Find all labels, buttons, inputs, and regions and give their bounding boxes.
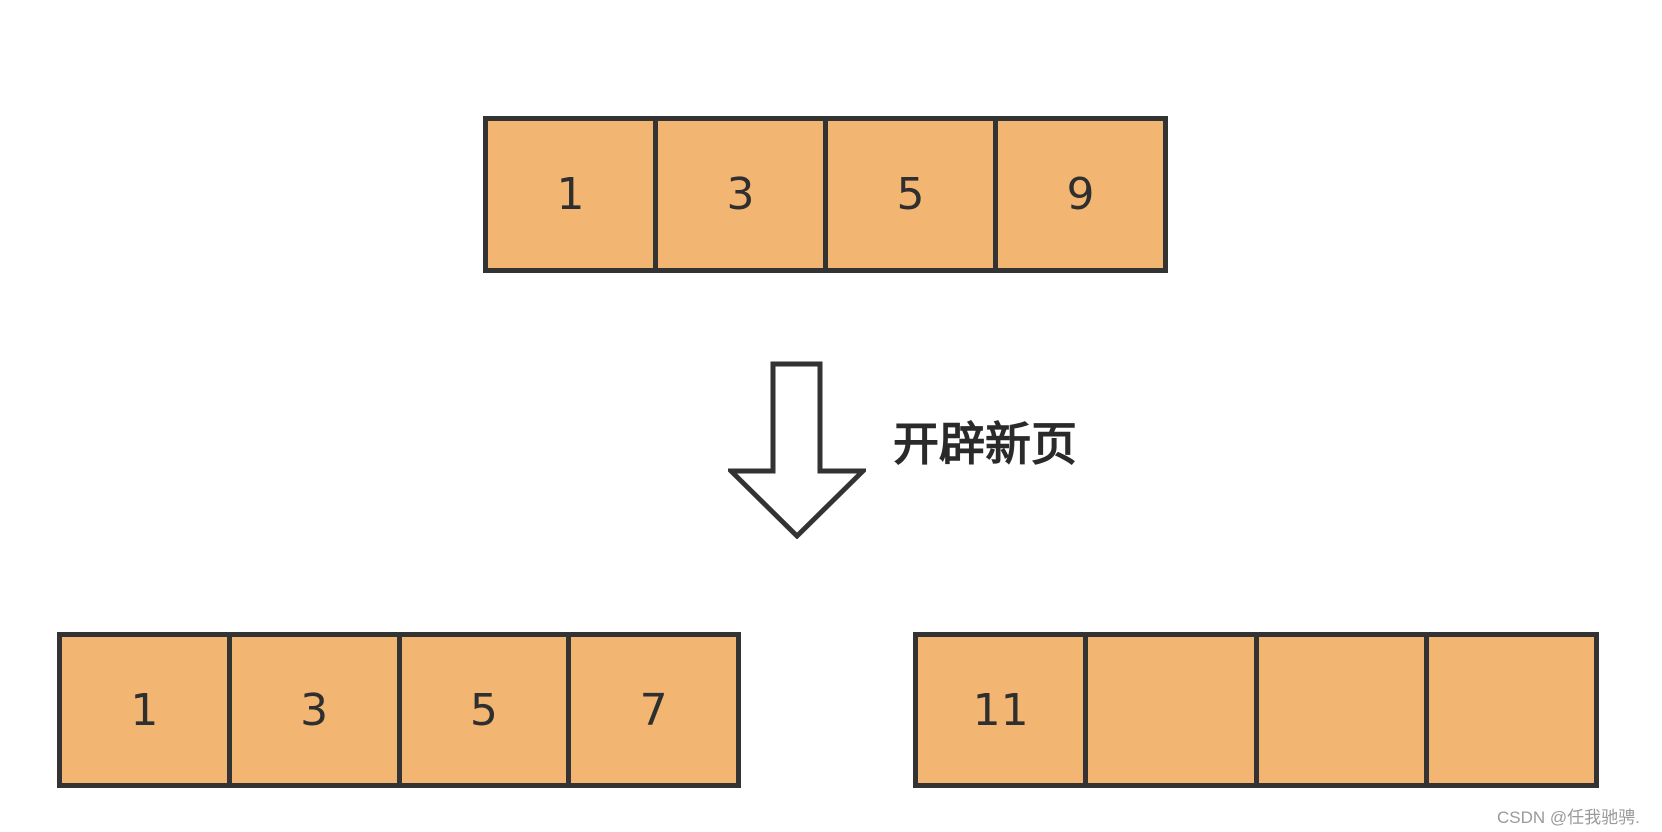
- page-cell-empty: [1259, 637, 1429, 783]
- split-page-left: 1 3 5 7: [57, 632, 741, 788]
- page-cell-empty: [1088, 637, 1259, 783]
- page-cell-empty: [1429, 637, 1594, 783]
- watermark: CSDN @任我驰骋.: [1497, 808, 1640, 827]
- page-cell: 3: [232, 637, 402, 783]
- page-cell: 7: [639, 684, 668, 736]
- page-cell: 9: [1066, 169, 1095, 220]
- original-page: 1 3 5 9: [483, 116, 1168, 273]
- down-arrow-icon: [728, 361, 866, 539]
- page-cell: 5: [828, 121, 998, 268]
- page-cell: 11: [918, 637, 1089, 783]
- page-cell: 5: [402, 637, 572, 783]
- page-cell: 3: [658, 121, 828, 268]
- page-cell: 1: [62, 637, 232, 783]
- transition-label: 开辟新页: [893, 417, 1077, 471]
- new-page-right: 11: [913, 632, 1599, 788]
- page-cell: 1: [488, 121, 658, 268]
